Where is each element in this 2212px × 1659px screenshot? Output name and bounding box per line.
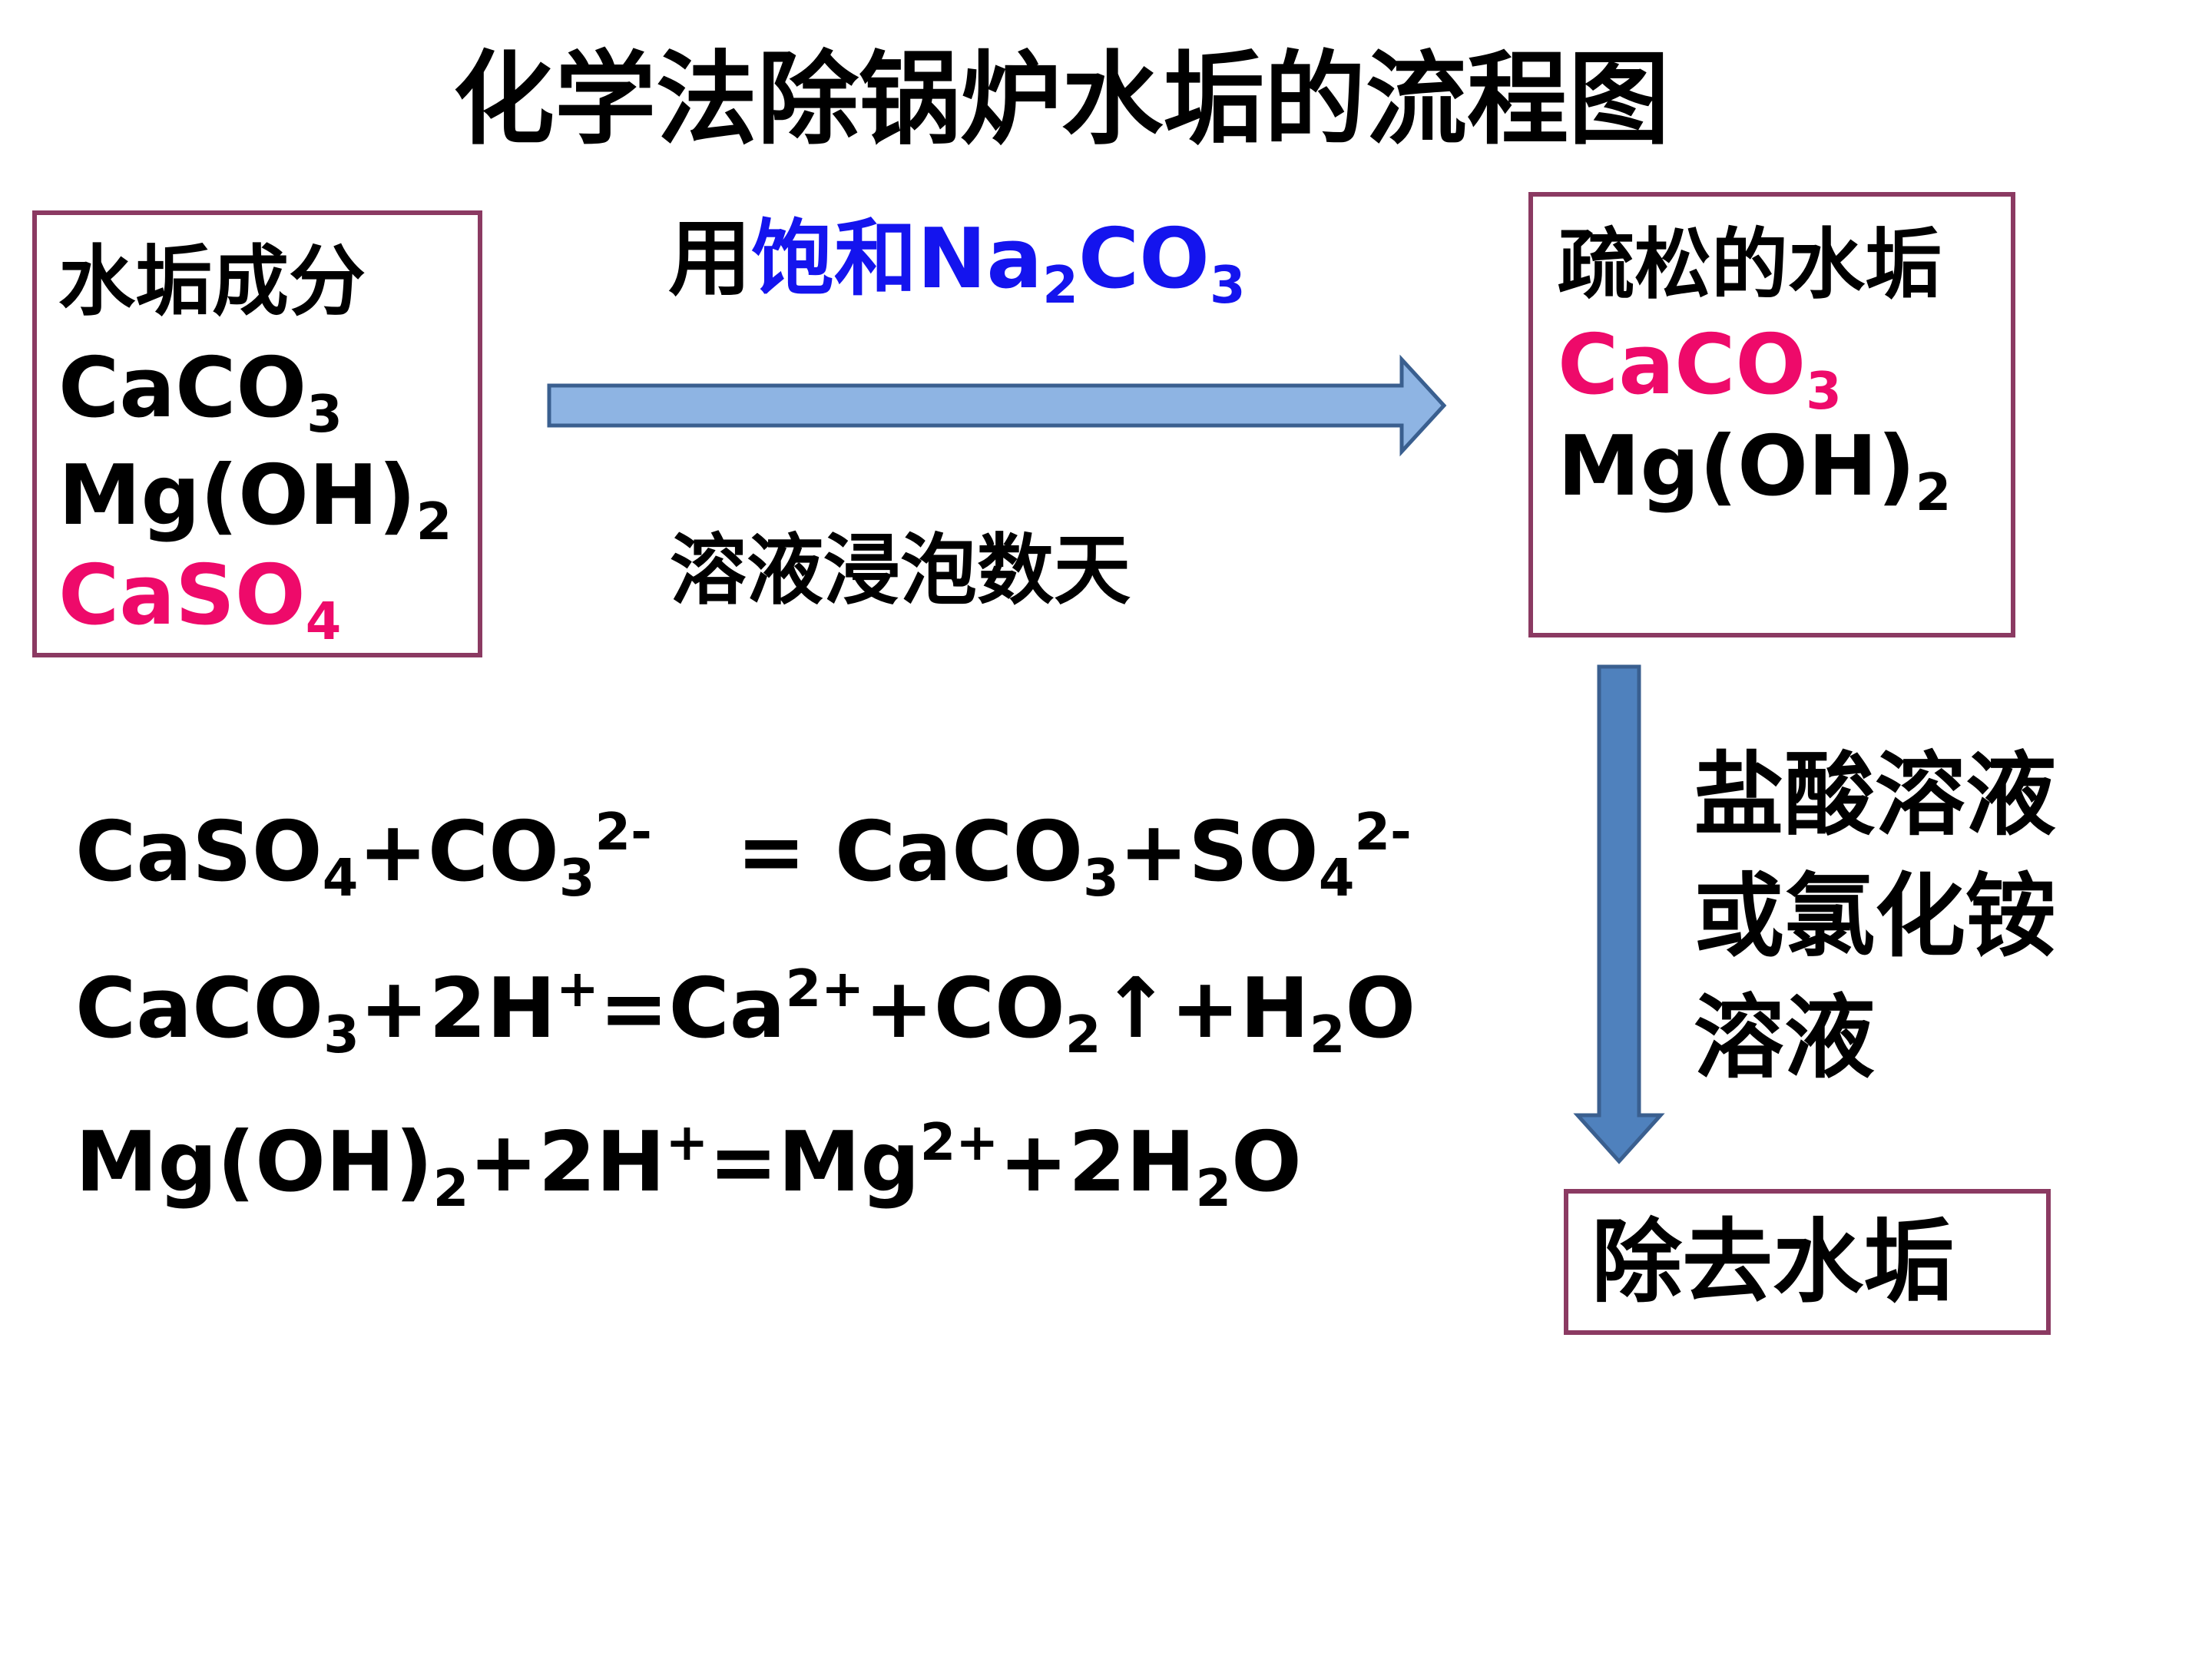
soak-label: 溶液浸泡数天 (670, 525, 1131, 615)
formula-caso4: CaSO4 (58, 548, 342, 652)
page-title: 化学法除锅炉水垢的流程图 (453, 41, 1670, 159)
formula-mgoh2: Mg(OH)2 (58, 448, 452, 552)
equation-3: Mg(OH)2+2H+=Mg2++2H2O (75, 1111, 1302, 1219)
loose-scale-box: 疏松的水垢 CaCO3 Mg(OH)2 (1528, 192, 2015, 637)
scale-composition-heading: 水垢成分 (58, 237, 366, 326)
reagent-label: 用饱和Na2CO3 (668, 211, 1246, 316)
acid-label-line2: 或氯化铵 (1694, 863, 2057, 969)
down-arrow (1573, 664, 1665, 1164)
scale-composition-box: 水垢成分 CaCO3 Mg(OH)2 CaSO4 (32, 210, 482, 657)
formula-caco3: CaCO3 (58, 340, 343, 445)
loose-scale-heading: 疏松的水垢 (1558, 220, 1942, 310)
formula-mgoh2-loose: Mg(OH)2 (1558, 419, 1952, 523)
equation-2: CaCO3+2H+=Ca2++CO2↑+H2O (75, 958, 1416, 1065)
formula-caco3-loose: CaCO3 (1558, 317, 1842, 422)
acid-label-line3: 溶液 (1694, 985, 1876, 1091)
result-label: 除去水垢 (1591, 1209, 1955, 1315)
acid-label-line1: 盐酸溶液 (1694, 742, 2057, 848)
result-box: 除去水垢 (1564, 1189, 2051, 1335)
right-arrow (547, 354, 1447, 457)
equation-1: CaSO4+CO32-= CaCO3+SO42- (75, 801, 1412, 909)
